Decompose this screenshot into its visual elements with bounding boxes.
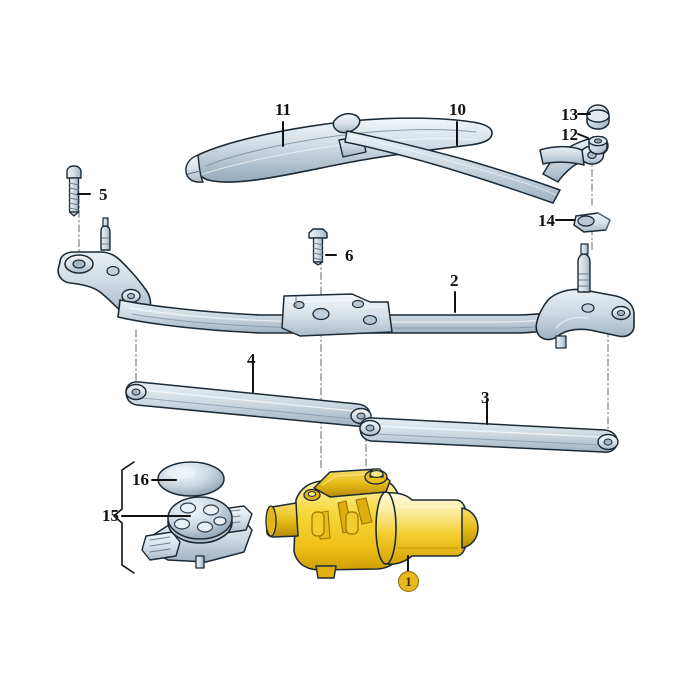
part-retaining-clip	[573, 212, 611, 233]
callout-label-3: 3	[481, 388, 490, 407]
callout-label-15: 15	[102, 506, 119, 525]
callout-label-13: 13	[561, 105, 578, 124]
part-spindle-nut	[588, 135, 608, 155]
callout-label-6: 6	[345, 246, 354, 265]
part-wiper-motor	[265, 468, 479, 579]
callout-label-4: 4	[247, 350, 256, 369]
part-relay-cover	[157, 461, 225, 497]
part-connecting-rod-right	[359, 417, 619, 453]
part-wiper-linkage-frame	[57, 217, 635, 349]
part-relay-assembly	[141, 496, 253, 569]
callout-label-10: 10	[449, 100, 466, 119]
part-hex-bolt-long	[66, 165, 82, 217]
callout-label-14: 14	[538, 211, 555, 230]
callout-label-2: 2	[450, 271, 459, 290]
callout-label-16: 16	[132, 470, 149, 489]
part-connecting-rod-left	[125, 381, 372, 427]
group-bracket-15	[113, 461, 135, 574]
callout-leader-lines	[77, 113, 591, 573]
callout-label-5: 5	[99, 185, 108, 204]
callout-label-11: 11	[275, 100, 292, 119]
callout-label-12: 12	[561, 125, 578, 144]
part-spindle-cap	[586, 104, 610, 130]
part-hex-bolt-short	[308, 228, 328, 266]
callout-badge-1: 1	[398, 571, 419, 592]
